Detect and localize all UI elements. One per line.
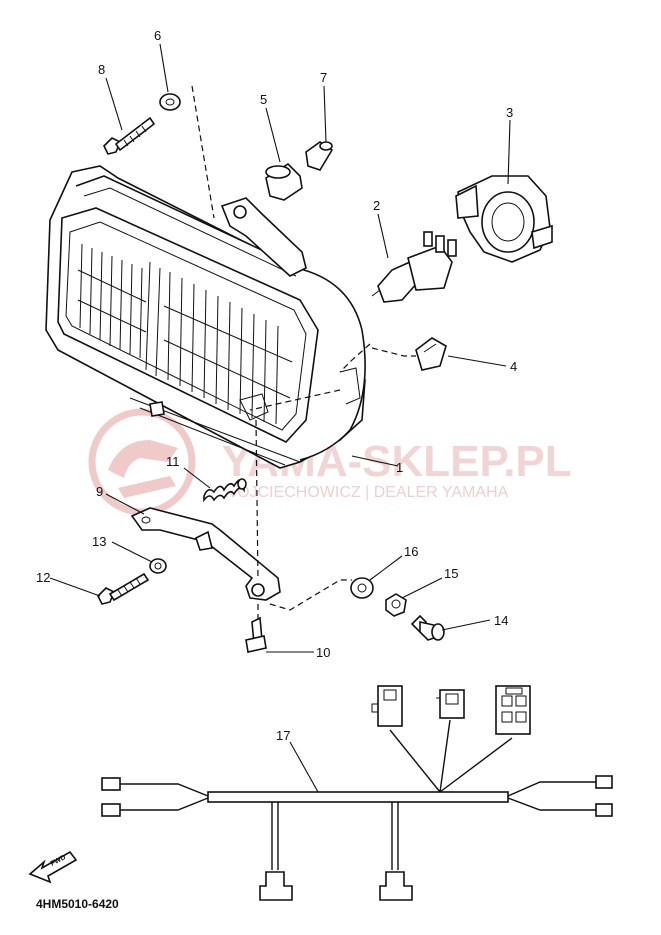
callout-8: 8 <box>98 62 105 77</box>
headlight-unit <box>45 165 366 469</box>
watermark-subtitle: WOJCIECHOWICZ | DEALER YAMAHA <box>222 484 509 501</box>
callouts: 1 2 3 4 5 6 7 8 9 10 11 12 13 14 15 16 1… <box>36 28 517 743</box>
screw-right <box>410 614 445 641</box>
callout-9: 9 <box>96 484 103 499</box>
washer-top <box>159 93 181 111</box>
bolt-left <box>97 572 150 605</box>
fwd-arrow-icon: FWD <box>28 850 78 884</box>
diagram-code: 4HM5010-6420 <box>36 897 119 911</box>
callout-17: 17 <box>276 728 290 743</box>
washer-bottom <box>149 558 167 574</box>
callout-13: 13 <box>92 534 106 549</box>
callout-2: 2 <box>373 198 380 213</box>
rubber-damper <box>265 162 303 201</box>
callout-3: 3 <box>506 105 513 120</box>
callout-12: 12 <box>36 570 50 585</box>
nut <box>385 593 407 617</box>
callout-1: 1 <box>396 460 403 475</box>
callout-15: 15 <box>444 566 458 581</box>
spring <box>203 478 247 503</box>
socket-clip <box>415 337 447 371</box>
callout-7: 7 <box>320 70 327 85</box>
grommet <box>350 577 374 599</box>
wire-harness <box>101 685 613 901</box>
leader-lines <box>49 43 511 793</box>
headlight-bulb <box>371 231 457 303</box>
connector-right <box>495 685 531 735</box>
alignment-lines <box>191 85 416 620</box>
screw-bottom <box>245 616 267 653</box>
connector-left <box>371 685 403 727</box>
callout-14: 14 <box>494 613 508 628</box>
callout-16: 16 <box>404 544 418 559</box>
callout-10: 10 <box>316 645 330 660</box>
connector-middle <box>436 689 465 719</box>
collar <box>305 141 334 171</box>
lens-hatching <box>77 243 293 425</box>
callout-6: 6 <box>154 28 161 43</box>
callout-5: 5 <box>260 92 267 107</box>
callout-4: 4 <box>510 359 517 374</box>
bolt-top <box>103 116 156 155</box>
bulb-cover <box>455 175 553 263</box>
stay-bracket <box>130 507 281 601</box>
callout-11: 11 <box>166 454 180 469</box>
